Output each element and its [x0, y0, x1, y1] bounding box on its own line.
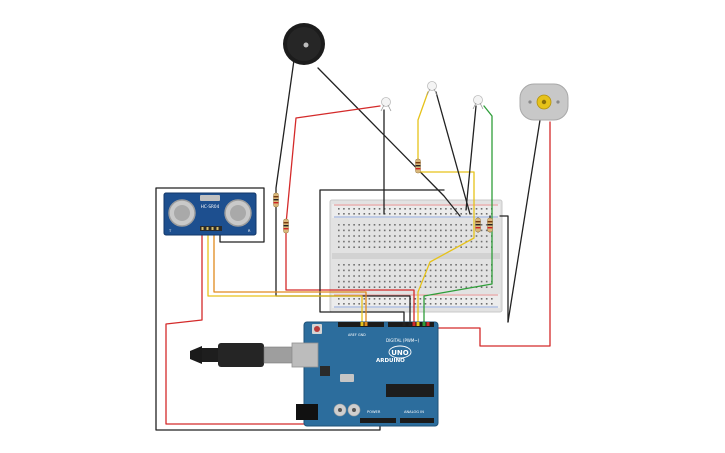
bb-ground-wire [319, 189, 445, 327]
motor-wire-black [507, 119, 541, 323]
resistor-5[interactable] [487, 217, 493, 233]
led1-wire-red [285, 105, 415, 327]
sensor-echo-wire-orange [213, 233, 367, 327]
piezo-buzzer[interactable] [283, 23, 325, 65]
led2-wire-black [435, 91, 471, 215]
board-model: UNO [391, 349, 409, 357]
digital-label: DIGITAL (PWM~) [386, 338, 420, 343]
power-header [360, 418, 396, 423]
dc-motor[interactable] [519, 83, 569, 121]
led3-wire-black [465, 105, 477, 211]
sensor-trig-wire-yellow [207, 233, 363, 327]
resistor-1[interactable] [273, 192, 279, 208]
gnd-label: GND [358, 333, 366, 337]
wires [155, 59, 551, 431]
buzzer-wire-black [317, 67, 461, 217]
resistor-3[interactable] [415, 158, 421, 174]
board-brand: ARDUINO [376, 358, 405, 364]
breadboard-holes [338, 208, 493, 305]
header-wire-tips [360, 322, 430, 326]
led2-wire-yellow [417, 91, 475, 327]
arduino-uno[interactable]: AREF GND DIGITAL (PWM~) ARDUINO UNO POWE… [190, 321, 439, 427]
aref-label: AREF [348, 333, 357, 337]
motor-wire-red [425, 121, 551, 347]
resistor-4[interactable] [475, 217, 481, 233]
sensor-gnd-wire-black [155, 187, 381, 431]
gnd-wire-black [499, 215, 509, 323]
led-1[interactable] [380, 97, 392, 112]
analog-header [400, 418, 434, 423]
led3-wire-green [423, 105, 493, 327]
analog-label: ANALOG IN [404, 410, 424, 414]
resistor-2[interactable] [283, 218, 289, 234]
sensor-pin-t: T [168, 229, 172, 233]
sensor-model-label: HC-SR04 [201, 204, 220, 209]
usb-cable[interactable] [190, 343, 293, 367]
atmega-chip [386, 384, 434, 397]
ultrasonic-sensor[interactable]: HC-SR04 T R [163, 192, 257, 236]
led-2[interactable] [426, 81, 438, 96]
breadboard[interactable] [329, 199, 503, 313]
power-label: POWER [367, 410, 381, 414]
sensor-pin-r: R [248, 229, 251, 233]
uno-logo: UNO [388, 345, 412, 359]
led-3[interactable] [472, 95, 484, 110]
